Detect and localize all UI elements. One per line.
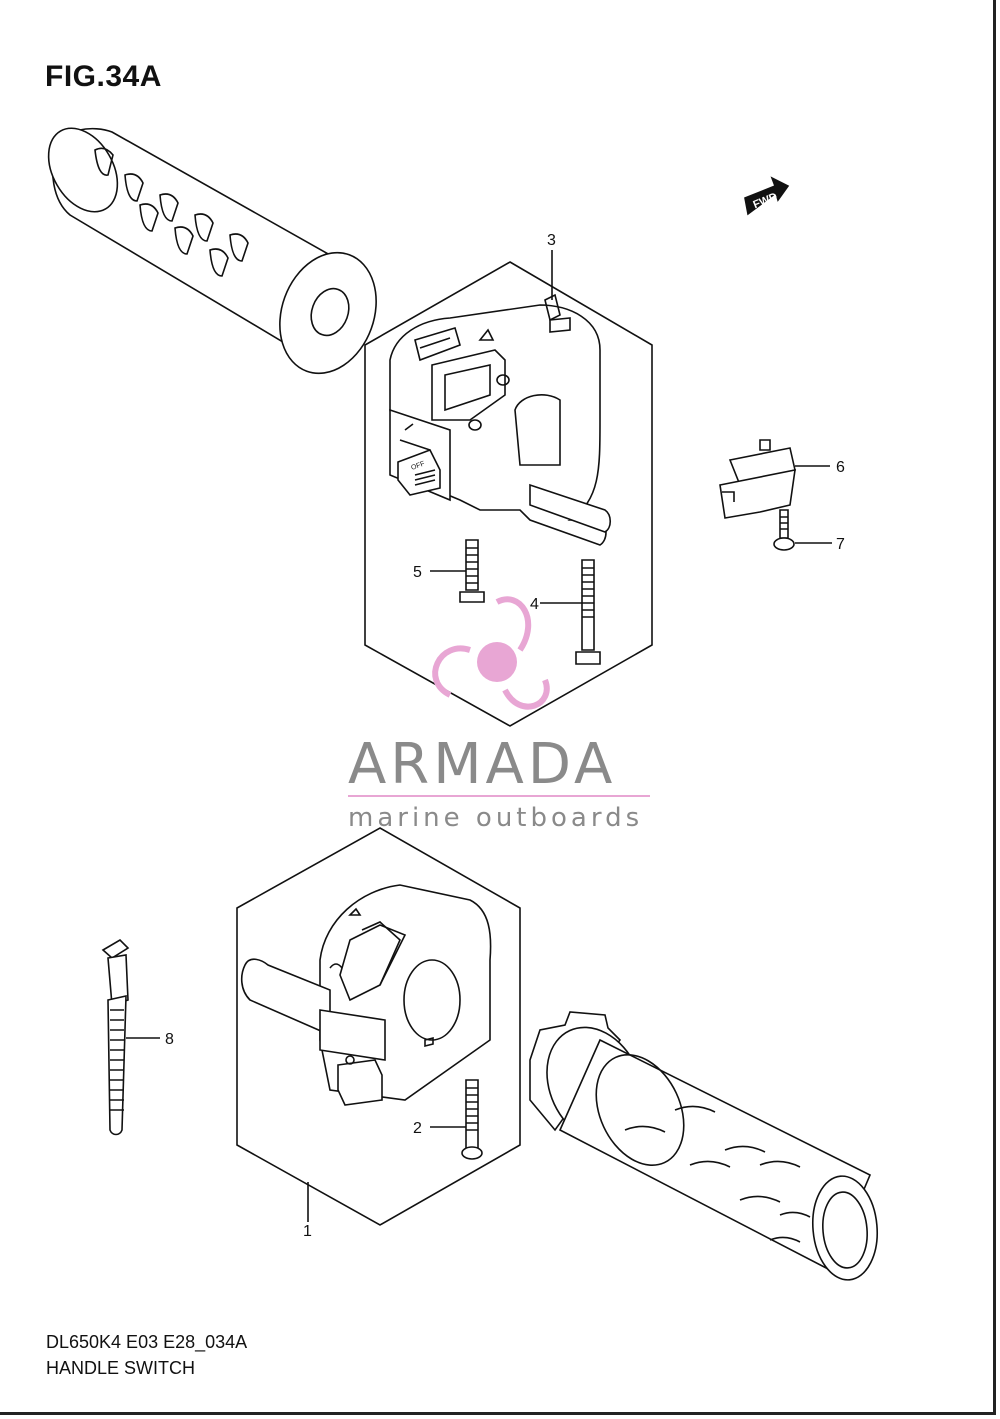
figure-name: HANDLE SWITCH	[46, 1358, 196, 1378]
screw-4: 4	[530, 559, 601, 665]
callout-label-6: 6	[836, 459, 845, 476]
callout-3: 3	[547, 232, 556, 300]
group-hexagon-1	[236, 827, 521, 1226]
left-handle-switch: OFF	[389, 293, 612, 546]
fwd-arrow-icon: FWD	[744, 176, 790, 216]
model-code: DL650K4 E03 E28_034A	[46, 1332, 248, 1352]
cable-tie-8: 8	[101, 938, 174, 1136]
callout-label-5: 5	[413, 564, 422, 581]
watermark-brand: ARMADA	[348, 732, 616, 797]
right-handle-switch	[240, 884, 492, 1106]
group-hexagon-3	[364, 261, 653, 727]
callout-label-8: 8	[165, 1031, 174, 1048]
screw-5: 5	[413, 539, 485, 603]
callout-label-7: 7	[836, 536, 845, 553]
screw-7: 7	[773, 509, 845, 553]
screw-2: 2	[413, 1079, 483, 1160]
watermark-logo	[432, 596, 550, 710]
watermark-tagline: marine outboards	[348, 803, 643, 833]
relay-6: 6	[719, 439, 845, 519]
left-grip	[47, 127, 377, 375]
right-grip	[529, 1011, 878, 1281]
figure-title: FIG.34A	[45, 60, 162, 93]
callout-label-1: 1	[303, 1223, 312, 1240]
callout-1: 1	[303, 1182, 312, 1240]
off-label: OFF	[410, 461, 426, 472]
callout-label-4: 4	[530, 596, 539, 613]
callout-label-2: 2	[413, 1120, 422, 1137]
callout-label-3: 3	[547, 232, 556, 249]
